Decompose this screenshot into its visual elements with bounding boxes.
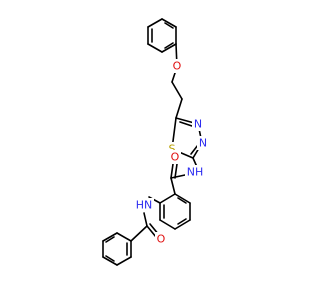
amide-carbonyl-oxygen-atom: O (169, 150, 181, 164)
benzamide-hn-atom: HN (134, 198, 154, 212)
bond (164, 22, 174, 29)
amide-nh-atom: NH (185, 165, 205, 179)
bond (164, 42, 174, 49)
atom-label-n3: N (194, 118, 202, 131)
bond (102, 232, 118, 242)
bond (147, 18, 163, 28)
bond (174, 193, 191, 204)
bond (159, 193, 176, 204)
atom-label-s: S (169, 143, 176, 156)
atom-label-n4: N (199, 137, 207, 150)
bond (174, 219, 191, 230)
bond-layer (102, 18, 203, 266)
bond (102, 256, 118, 266)
bond (177, 197, 187, 204)
atom-label-o-ether: O (173, 60, 182, 73)
bond (190, 144, 199, 155)
bond (161, 43, 177, 53)
bond (147, 43, 163, 53)
bond (175, 98, 183, 119)
bond (171, 81, 183, 100)
thiadiazole-nitrogen-4-atom: N (197, 136, 209, 150)
bond (146, 225, 157, 238)
bond (105, 255, 115, 262)
bond (174, 163, 178, 179)
bond (170, 174, 186, 179)
atom-label-layer: O S N N NH O HN O (134, 59, 209, 246)
atom-label-o-amide1: O (171, 151, 180, 164)
bond (105, 236, 115, 243)
bond (116, 232, 132, 242)
bond (177, 218, 187, 225)
bond (116, 256, 132, 266)
bond (170, 177, 176, 195)
thiadiazole-nitrogen-3-atom: N (192, 117, 204, 131)
bond (130, 225, 148, 242)
bond (161, 18, 177, 28)
molecule-structure: O S N N NH O HN O (102, 18, 209, 266)
atom-label-hn: HN (136, 199, 153, 212)
atom-label-o-amide2: O (157, 233, 166, 246)
atom-label-nh: NH (187, 166, 204, 179)
bond (159, 219, 176, 230)
benzamide-carbonyl-oxygen-atom: O (155, 232, 167, 246)
bond (170, 163, 174, 179)
ether-oxygen-atom: O (171, 59, 183, 73)
bond (143, 212, 148, 227)
